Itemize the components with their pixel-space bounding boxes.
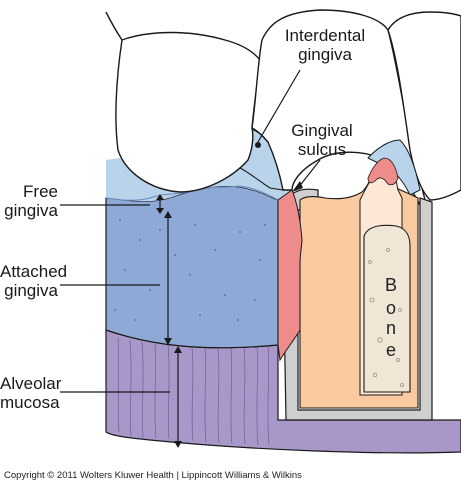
free-gingiva-line2: gingiva xyxy=(4,201,58,220)
alveolar-mucosa-line1: Alveolar xyxy=(0,374,62,393)
left-tooth-crown xyxy=(105,11,261,193)
gingival-sulcus-line1: Gingival xyxy=(291,121,353,140)
interdental-gingiva-line2: gingiva xyxy=(298,45,352,64)
attached-gingiva-line2: gingiva xyxy=(4,281,58,300)
copyright-notice: Copyright © 2011 Wolters Kluwer Health |… xyxy=(4,470,302,481)
gingival-sulcus-line2: sulcus xyxy=(297,140,347,159)
gingival-margin-left xyxy=(277,189,303,362)
gingival-sulcus-label: Gingival sulcus xyxy=(282,121,362,159)
attached-gingiva-label: Attached gingiva xyxy=(0,262,68,300)
gingival-margin-right xyxy=(367,157,399,186)
right-tooth-crown xyxy=(387,11,461,201)
alveolar-bone xyxy=(363,224,411,393)
interdental-gingiva-label: Interdental gingiva xyxy=(270,26,380,64)
bone-trabeculae xyxy=(368,248,404,387)
arrowheads xyxy=(156,142,303,448)
attached-gingiva-region xyxy=(105,185,279,349)
interdental-gingiva-line1: Interdental xyxy=(284,26,366,45)
bone-letter-b: B xyxy=(384,275,397,295)
free-gingiva-label: Free gingiva xyxy=(0,182,58,220)
bone-letter-n: n xyxy=(385,318,396,338)
attached-gingiva-stippling xyxy=(114,219,266,321)
attached-gingiva-line1: Attached xyxy=(0,262,68,281)
alveolar-mucosa-line2: mucosa xyxy=(0,393,60,412)
bone-letter-o: o xyxy=(385,298,396,318)
bone-letter-e: e xyxy=(385,340,396,360)
free-gingiva-line1: Free xyxy=(23,182,58,201)
alveolar-mucosa-label: Alveolar mucosa xyxy=(0,374,62,412)
